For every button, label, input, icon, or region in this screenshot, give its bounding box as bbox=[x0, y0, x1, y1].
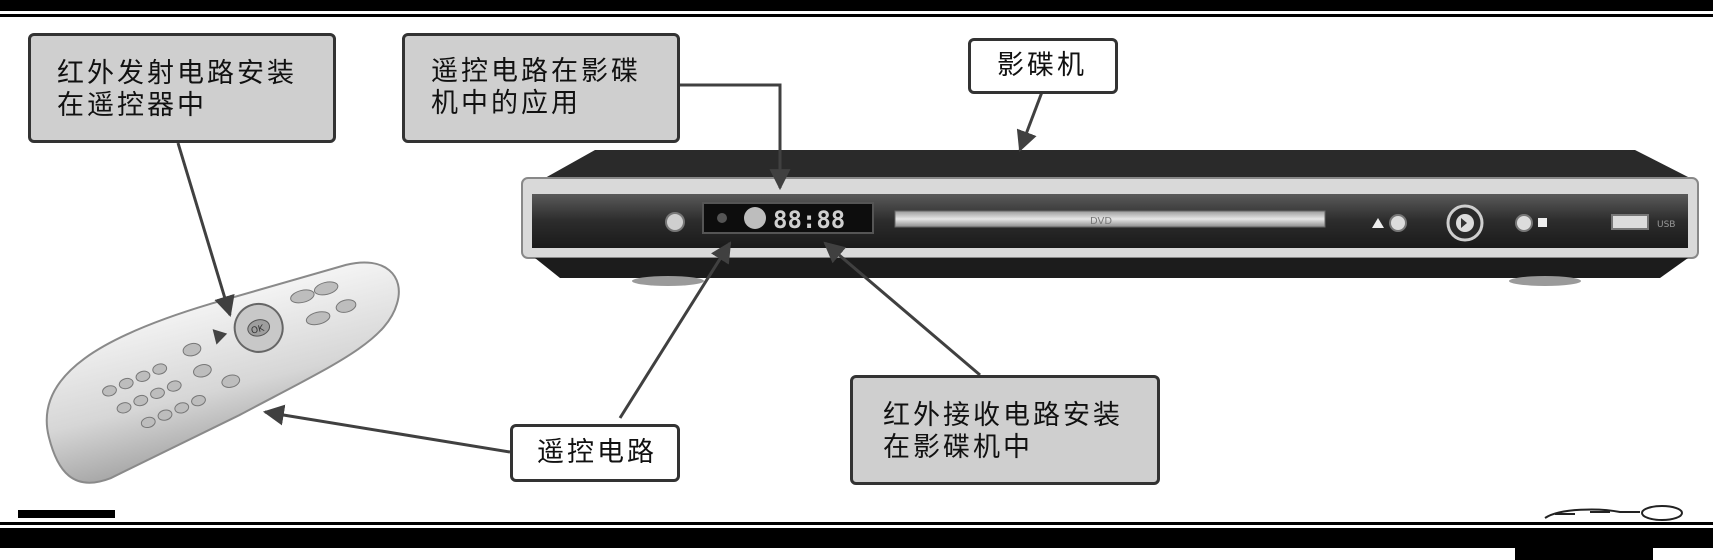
callout-player-text: 影碟机 bbox=[997, 50, 1115, 82]
stop-icon bbox=[1538, 218, 1547, 227]
callout-application-text: 遥控电路在影碟 机中的应用 bbox=[431, 56, 677, 120]
power-button bbox=[666, 213, 684, 231]
arrow-transmitter-to-remote bbox=[178, 143, 230, 315]
arrow-circuit-to-remote bbox=[265, 412, 510, 452]
usb-label: USB bbox=[1657, 220, 1675, 230]
player-foot-right bbox=[1509, 276, 1581, 286]
dvd-player: 88:88 DVD USB bbox=[522, 150, 1698, 286]
arrow-player-label-to-player bbox=[1020, 92, 1042, 150]
callout-remote-circuit: 遥控电路 bbox=[510, 424, 680, 482]
display-disc-icon bbox=[744, 207, 766, 229]
corner-doodle bbox=[1545, 506, 1682, 520]
display-digits: 88:88 bbox=[773, 206, 845, 234]
callout-player: 影碟机 bbox=[968, 38, 1118, 94]
player-base bbox=[535, 258, 1688, 278]
remote-control: OK bbox=[26, 254, 427, 491]
callout-application: 遥控电路在影碟 机中的应用 bbox=[402, 33, 680, 143]
callout-remote-circuit-text: 遥控电路 bbox=[537, 437, 677, 469]
eject-button bbox=[1390, 215, 1406, 231]
player-top-lid bbox=[545, 150, 1690, 178]
remote-body bbox=[26, 254, 427, 491]
usb-port bbox=[1612, 215, 1648, 229]
disc-logo: DVD bbox=[1090, 216, 1112, 227]
callout-transmitter: 红外发射电路安装 在遥控器中 bbox=[28, 33, 336, 143]
callout-transmitter-text: 红外发射电路安装 在遥控器中 bbox=[57, 58, 333, 122]
callout-receiver: 红外接收电路安装 在影碟机中 bbox=[850, 375, 1160, 485]
player-foot-left bbox=[632, 276, 704, 286]
stop-button bbox=[1516, 215, 1532, 231]
ir-receiver-window bbox=[717, 213, 727, 223]
callout-receiver-text: 红外接收电路安装 在影碟机中 bbox=[883, 400, 1157, 464]
